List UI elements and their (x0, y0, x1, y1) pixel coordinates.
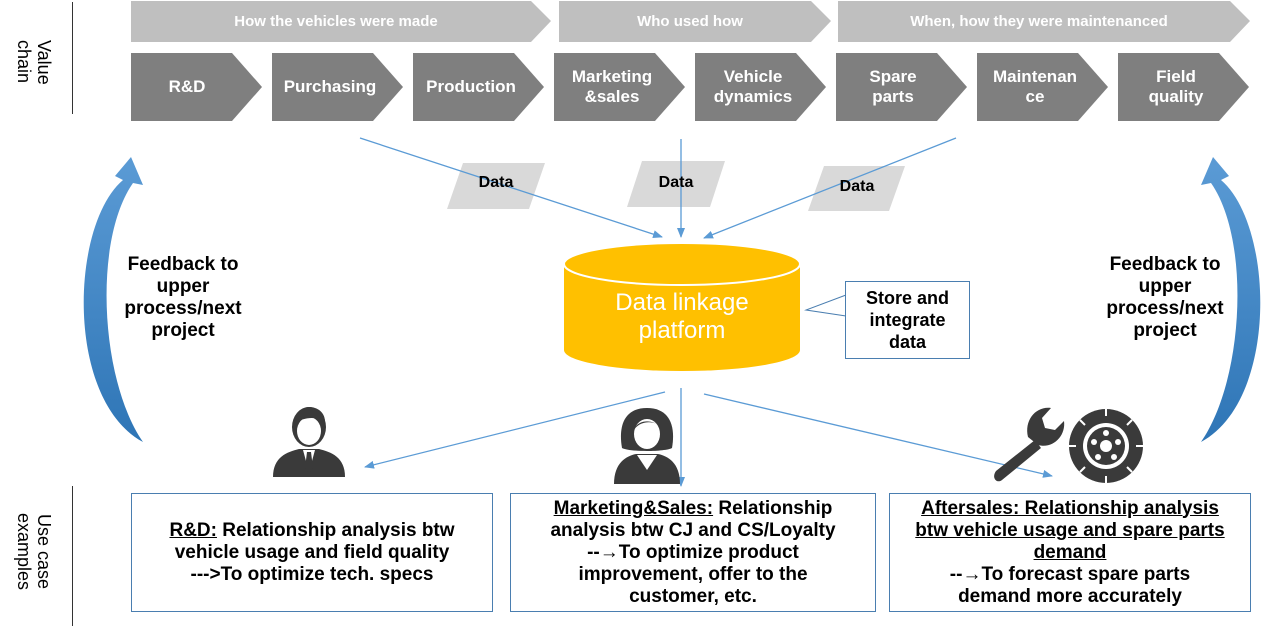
use-case-marketing-text3: --→To optimize product (587, 541, 799, 563)
step-chevron-maintenance (977, 53, 1108, 121)
data-label-2: Data (658, 174, 694, 191)
use-case-marketing-box: Marketing&Sales: Relationship analysis b… (510, 493, 876, 612)
store-callout-pointer (804, 294, 847, 317)
arrow-in-left (359, 137, 663, 238)
arrow-out-left (364, 391, 666, 469)
feedback-curve-right (1201, 157, 1261, 442)
step-chevron-marketing (554, 53, 685, 121)
phase-label-maintained: When, how they were maintenanced (910, 13, 1168, 30)
use-case-aftersales-text2: demand more accurately (958, 585, 1182, 607)
step-chevron-field-quality (1118, 53, 1249, 121)
tire-icon (1069, 409, 1143, 483)
arrow-in-right (703, 137, 957, 239)
phase-arrow-used (559, 1, 831, 42)
use-case-marketing-text1: Relationship (713, 497, 833, 519)
phase-label-made: How the vehicles were made (234, 13, 438, 30)
use-case-marketing-text4: improvement, offer to the (578, 563, 808, 585)
data-label-1: Data (478, 174, 514, 191)
person-female-icon (614, 408, 680, 484)
use-case-marketing-title: Marketing&Sales: (553, 497, 714, 519)
use-case-rd-text1: Relationship analysis btw (216, 519, 455, 541)
use-case-label: Use case examples (14, 513, 54, 591)
use-case-rd-text2: vehicle usage and field quality (174, 541, 450, 563)
step-label-field-quality: Field quality (1148, 67, 1204, 106)
step-chevron-vehicle-dynamics (695, 53, 826, 121)
data-shape-2 (627, 161, 725, 207)
step-chevron-spare-parts (836, 53, 967, 121)
step-label-maintenance: Maintenan ce (992, 67, 1078, 106)
phase-arrow-made (131, 1, 551, 42)
use-case-rd-box: R&D: Relationship analysis btw vehicle u… (131, 493, 493, 612)
step-chevron-purchasing (272, 53, 403, 121)
data-shape-3 (808, 166, 905, 211)
use-case-aftersales-title3: demand (1033, 541, 1107, 563)
use-case-divider (72, 486, 73, 626)
platform-cylinder (563, 242, 801, 371)
step-label-production: Production (426, 77, 516, 96)
platform-label: Data linkage platform (615, 289, 749, 344)
step-label-vehicle-dynamics: Vehicle dynamics (713, 67, 793, 106)
use-case-marketing-text5: customer, etc. (629, 585, 757, 607)
step-label-rd: R&D (168, 77, 206, 96)
use-case-marketing-line1: Marketing&Sales: Relationship (554, 498, 833, 520)
use-case-rd-text3: --->To optimize tech. specs (190, 563, 434, 585)
use-case-marketing-text2: analysis btw CJ and CS/Loyalty (550, 519, 836, 541)
step-label-spare-parts: Spare parts (869, 67, 917, 106)
phase-label-used: Who used how (637, 13, 743, 30)
arrow-out-right (703, 393, 1053, 478)
use-case-aftersales-text1: --→To forecast spare parts (949, 563, 1191, 585)
person-male-icon (273, 407, 345, 477)
value-chain-label: Value chain (14, 39, 54, 85)
phase-arrow-maintained (838, 1, 1250, 42)
step-label-marketing: Marketing &sales (571, 67, 653, 106)
step-label-purchasing: Purchasing (283, 77, 377, 96)
data-label-3: Data (839, 178, 875, 195)
step-chevron-rd (131, 53, 262, 121)
use-case-aftersales-box: Aftersales: Relationship analysis btw ve… (889, 493, 1251, 612)
feedback-left-label: Feedback to upper process/next project (124, 254, 242, 341)
store-integrate-box: Store and integrate data (845, 281, 970, 359)
use-case-aftersales-title1: Aftersales: Relationship analysis (921, 497, 1219, 519)
use-case-rd-title: R&D: (169, 519, 217, 541)
use-case-rd-line1: R&D: Relationship analysis btw (169, 520, 454, 542)
step-chevron-production (413, 53, 544, 121)
value-chain-divider (72, 2, 73, 114)
feedback-curve-left (83, 157, 143, 442)
use-case-aftersales-title2: btw vehicle usage and spare parts (915, 519, 1225, 541)
wrench-icon (994, 407, 1065, 482)
feedback-right-label: Feedback to upper process/next project (1106, 254, 1224, 341)
